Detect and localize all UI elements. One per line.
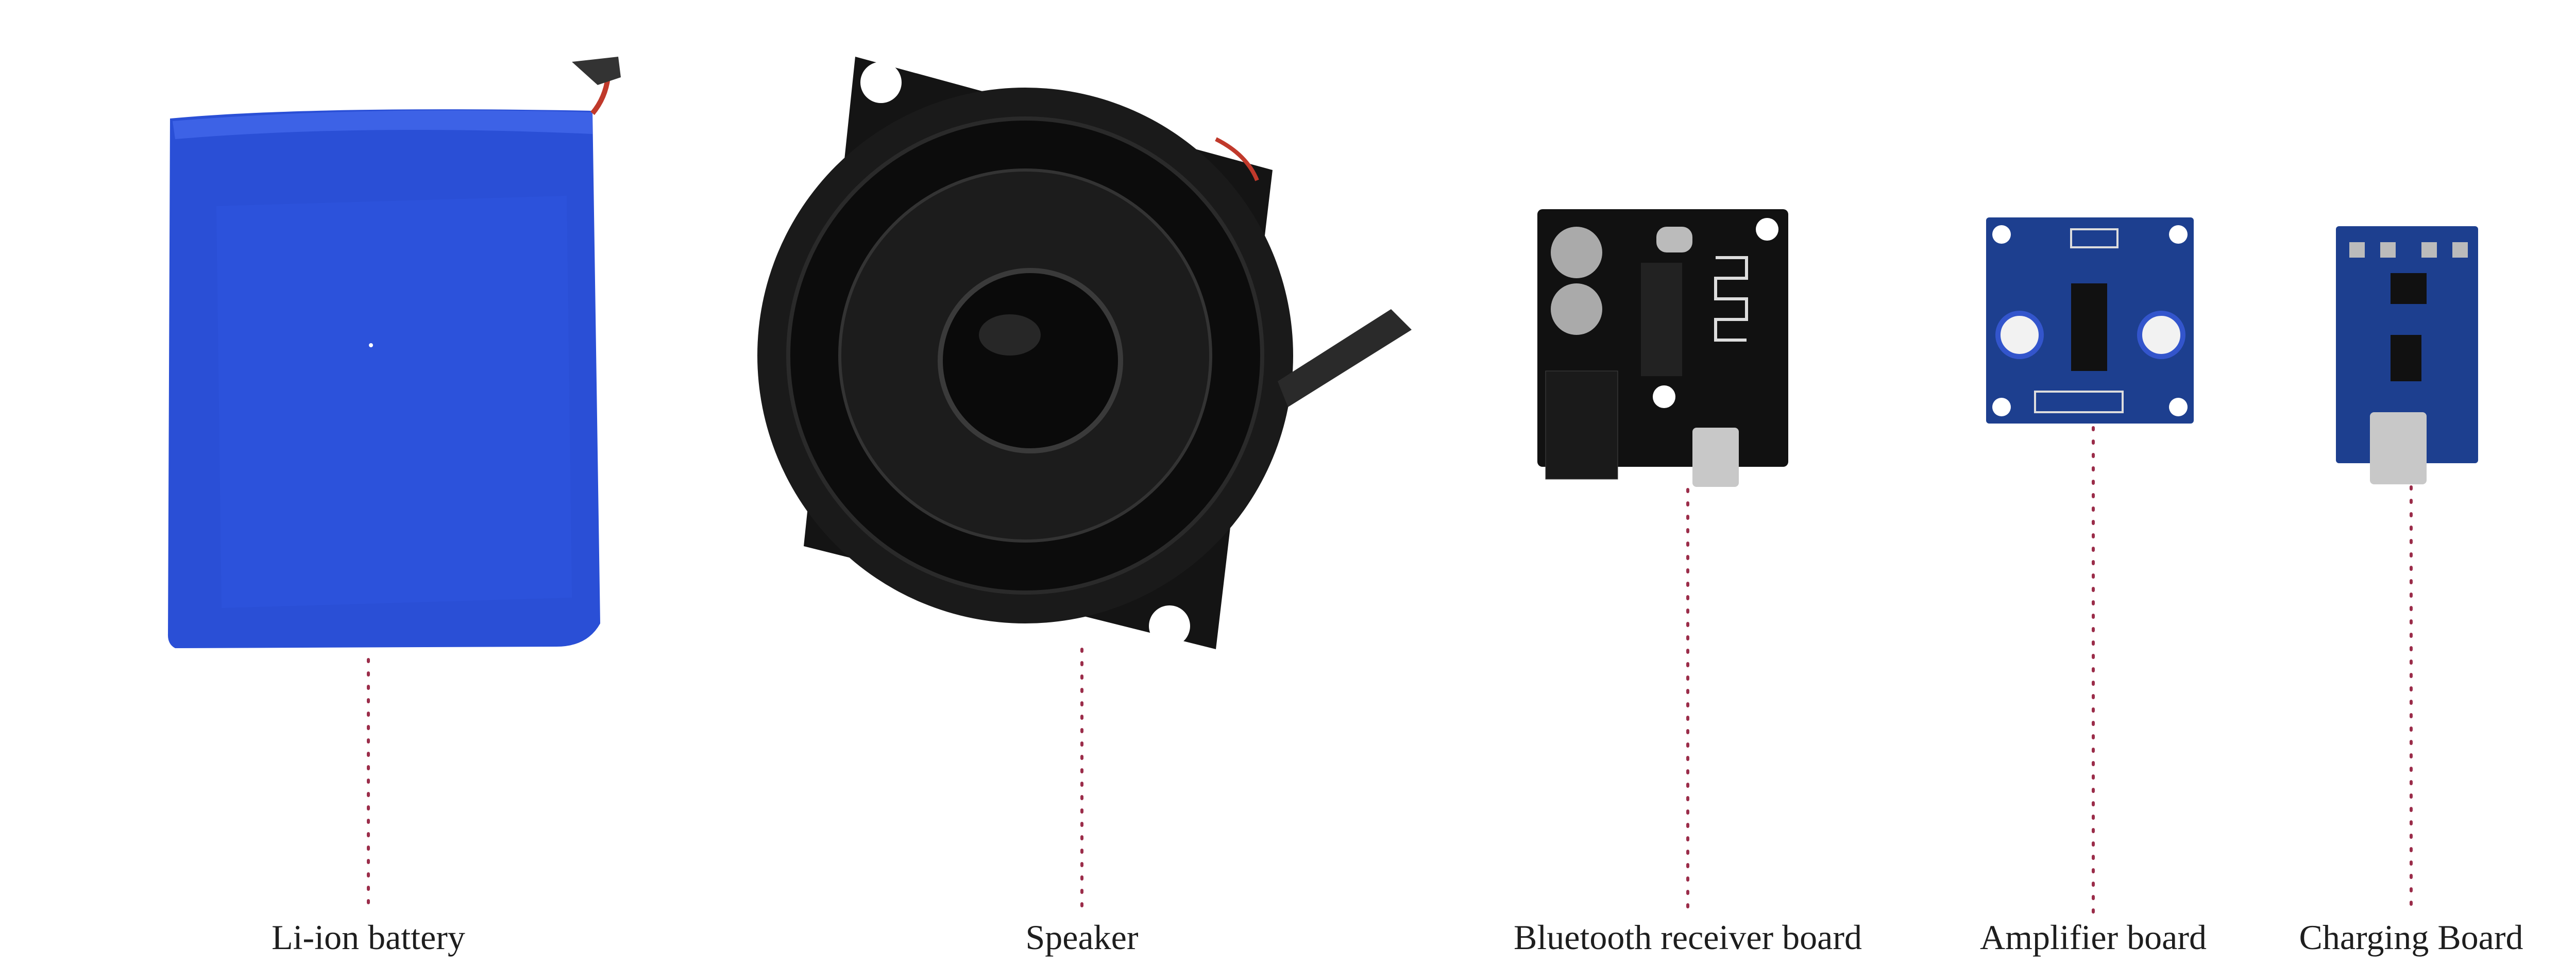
- amplifier-board-image: [1986, 217, 2194, 424]
- amplifier-board-label: Amplifier board: [1980, 918, 2207, 957]
- battery-label: Li-ion battery: [272, 918, 465, 957]
- battery-image: [167, 57, 621, 649]
- speaker-image: [757, 57, 1412, 649]
- speaker-label: Speaker: [1025, 918, 1139, 957]
- charging-board-label: Charging Board: [2299, 918, 2523, 957]
- bluetooth-board-label: Bluetooth receiver board: [1514, 918, 1862, 957]
- bluetooth-board-image: [1537, 209, 1788, 487]
- charging-board-image: [2336, 226, 2478, 484]
